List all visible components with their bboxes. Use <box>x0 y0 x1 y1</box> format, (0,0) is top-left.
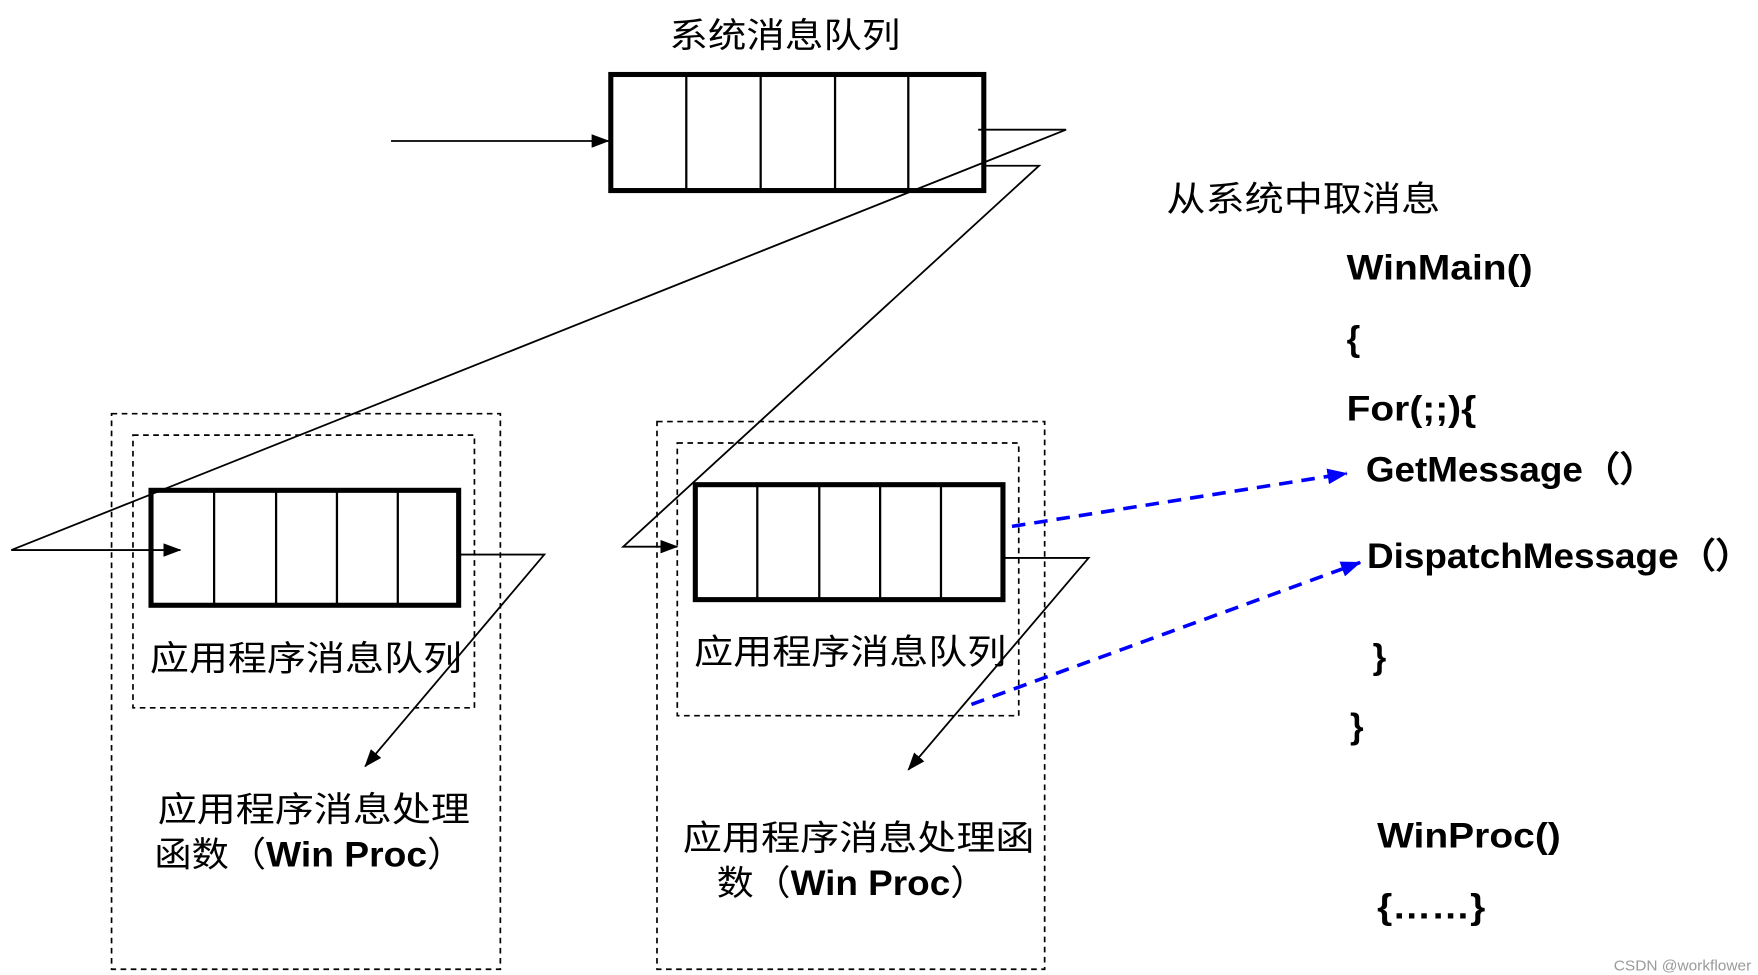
system-queue-border <box>608 71 987 194</box>
code-dispatchmessage: DispatchMessage（） <box>1367 537 1752 576</box>
application-1-queue <box>148 487 462 608</box>
dispatchmessage-link-arrow <box>970 560 1362 707</box>
getmessage-link-arrow <box>1011 468 1348 529</box>
csdn-watermark: CSDN @workflower <box>1614 958 1752 974</box>
application-1-outer-box <box>110 412 502 971</box>
application-1-handler-label-line1: 应用程序消息处理 <box>158 791 470 831</box>
application-2-queue-label: 应用程序消息队列 <box>694 633 1006 673</box>
code-winproc: WinProc() <box>1377 817 1561 856</box>
code-winmain: WinMain() <box>1347 249 1533 288</box>
application-2: 应用程序消息队列 应用程序消息处理函 数（Win Proc） <box>656 420 1091 971</box>
route-to-app-queue-2 <box>620 164 1042 554</box>
fetch-from-system-label: 从系统中取消息 <box>1166 180 1440 220</box>
system-queue <box>608 71 987 194</box>
application-1-queue-label: 应用程序消息队列 <box>150 640 462 680</box>
application-2-handler-prefix: 数（ <box>717 864 791 904</box>
application-1: 应用程序消息队列 应用程序消息处理 函数（Win Proc） <box>110 412 547 971</box>
code-listing: WinMain() { For(;;){ GetMessage（） Dispat… <box>1347 249 1753 927</box>
application-2-handler-label-line1: 应用程序消息处理函 <box>683 819 1035 859</box>
application-1-queue-border <box>148 487 462 608</box>
code-for-loop: For(;;){ <box>1347 389 1477 428</box>
application-2-outer-box <box>656 420 1046 971</box>
application-2-handler-winproc: Win Proc <box>791 864 951 903</box>
application-1-queue-box <box>132 434 476 709</box>
code-close-main: } <box>1350 707 1364 746</box>
application-2-queue-border <box>692 482 1006 603</box>
application-1-handler-label-line2: 函数（Win Proc） <box>154 836 464 876</box>
application-2-queue-to-handler-arrow <box>907 557 1091 771</box>
system-queue-label: 系统消息队列 <box>669 16 900 56</box>
application-2-handler-label-line2: 数（Win Proc） <box>717 864 987 904</box>
code-getmessage: GetMessage（） <box>1366 450 1657 489</box>
route-to-app-queue-1 <box>10 128 1067 557</box>
application-2-handler-suffix: ） <box>950 864 987 904</box>
application-1-queue-to-handler-arrow <box>364 553 547 768</box>
application-1-handler-prefix: 函数（ <box>154 836 266 876</box>
application-2-queue-box <box>676 442 1020 717</box>
code-close-for: } <box>1373 637 1387 676</box>
application-1-handler-suffix: ） <box>427 836 464 876</box>
application-2-queue <box>692 482 1006 603</box>
code-winproc-body: {……} <box>1377 888 1486 927</box>
application-1-handler-winproc: Win Proc <box>266 836 427 875</box>
code-open-brace: { <box>1347 320 1361 359</box>
